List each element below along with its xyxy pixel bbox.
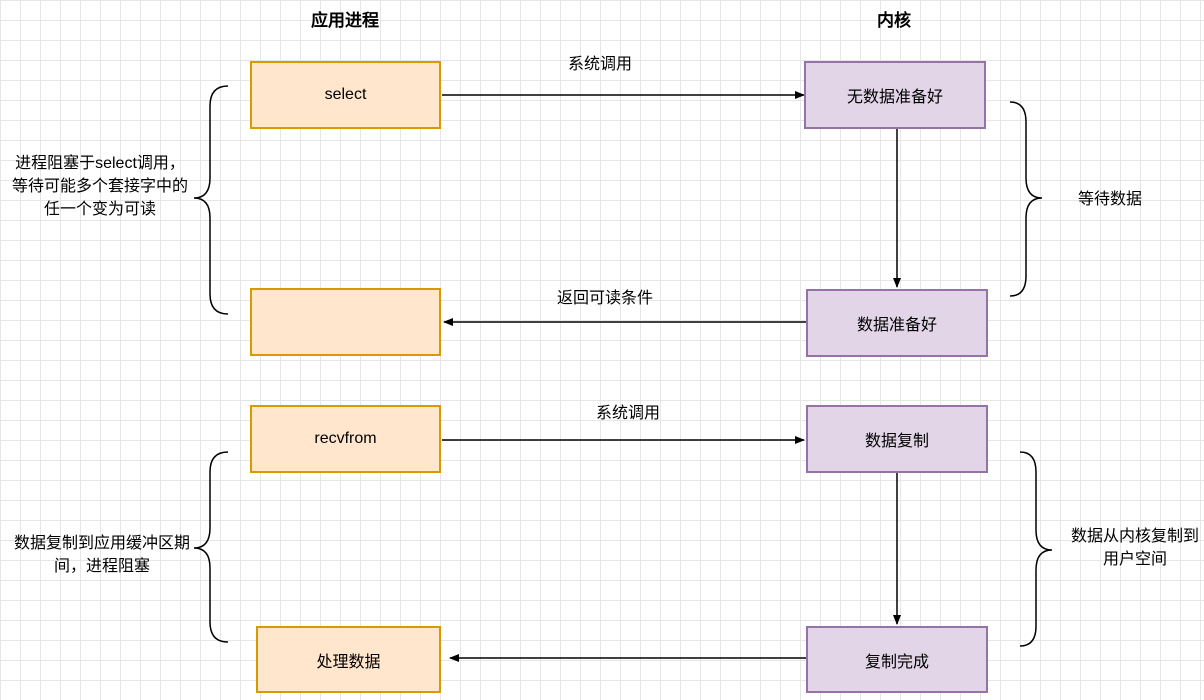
syscall-label-1: 系统调用 [567,56,632,73]
process-data-box-label: 处理数据 [316,653,381,671]
left-brace-recvfrom [193,451,229,643]
return-readable-label: 返回可读条件 [556,290,653,307]
left-note-copy-block: 数据复制到应用缓冲区期间，进程阻塞 [13,535,190,575]
process-data-box: 处理数据 [256,626,441,693]
left-note-select-block: 进程阻塞于select调用，等待可能多个套接字中的任一个变为可读 [11,155,188,218]
copy-done-box: 复制完成 [806,626,988,693]
app-process-header: 应用进程 [311,11,379,30]
kernel-header: 内核 [877,11,911,30]
copy-data-box-label: 数据复制 [864,433,929,450]
right-brace-wait [1009,101,1043,297]
copy-done-box-label: 复制完成 [864,653,929,671]
select-box: select [250,61,441,129]
no-data-ready-box: 无数据准备好 [804,61,986,129]
recvfrom-box: recvfrom [250,405,441,473]
right-brace-copy [1019,451,1053,647]
right-note-copy: 数据从内核复制到用户空间 [1070,528,1199,568]
syscall-label-2: 系统调用 [595,405,660,422]
readable-result-box [250,288,441,356]
data-ready-box: 数据准备好 [806,289,988,357]
select-box-label: select [324,86,367,103]
data-ready-box-label: 数据准备好 [856,317,937,334]
no-data-ready-box-label: 无数据准备好 [846,89,943,106]
right-note-wait: 等待数据 [1077,191,1142,208]
left-brace-select [193,85,229,315]
copy-data-box: 数据复制 [806,405,988,473]
recvfrom-box-label: recvfrom [314,430,377,447]
